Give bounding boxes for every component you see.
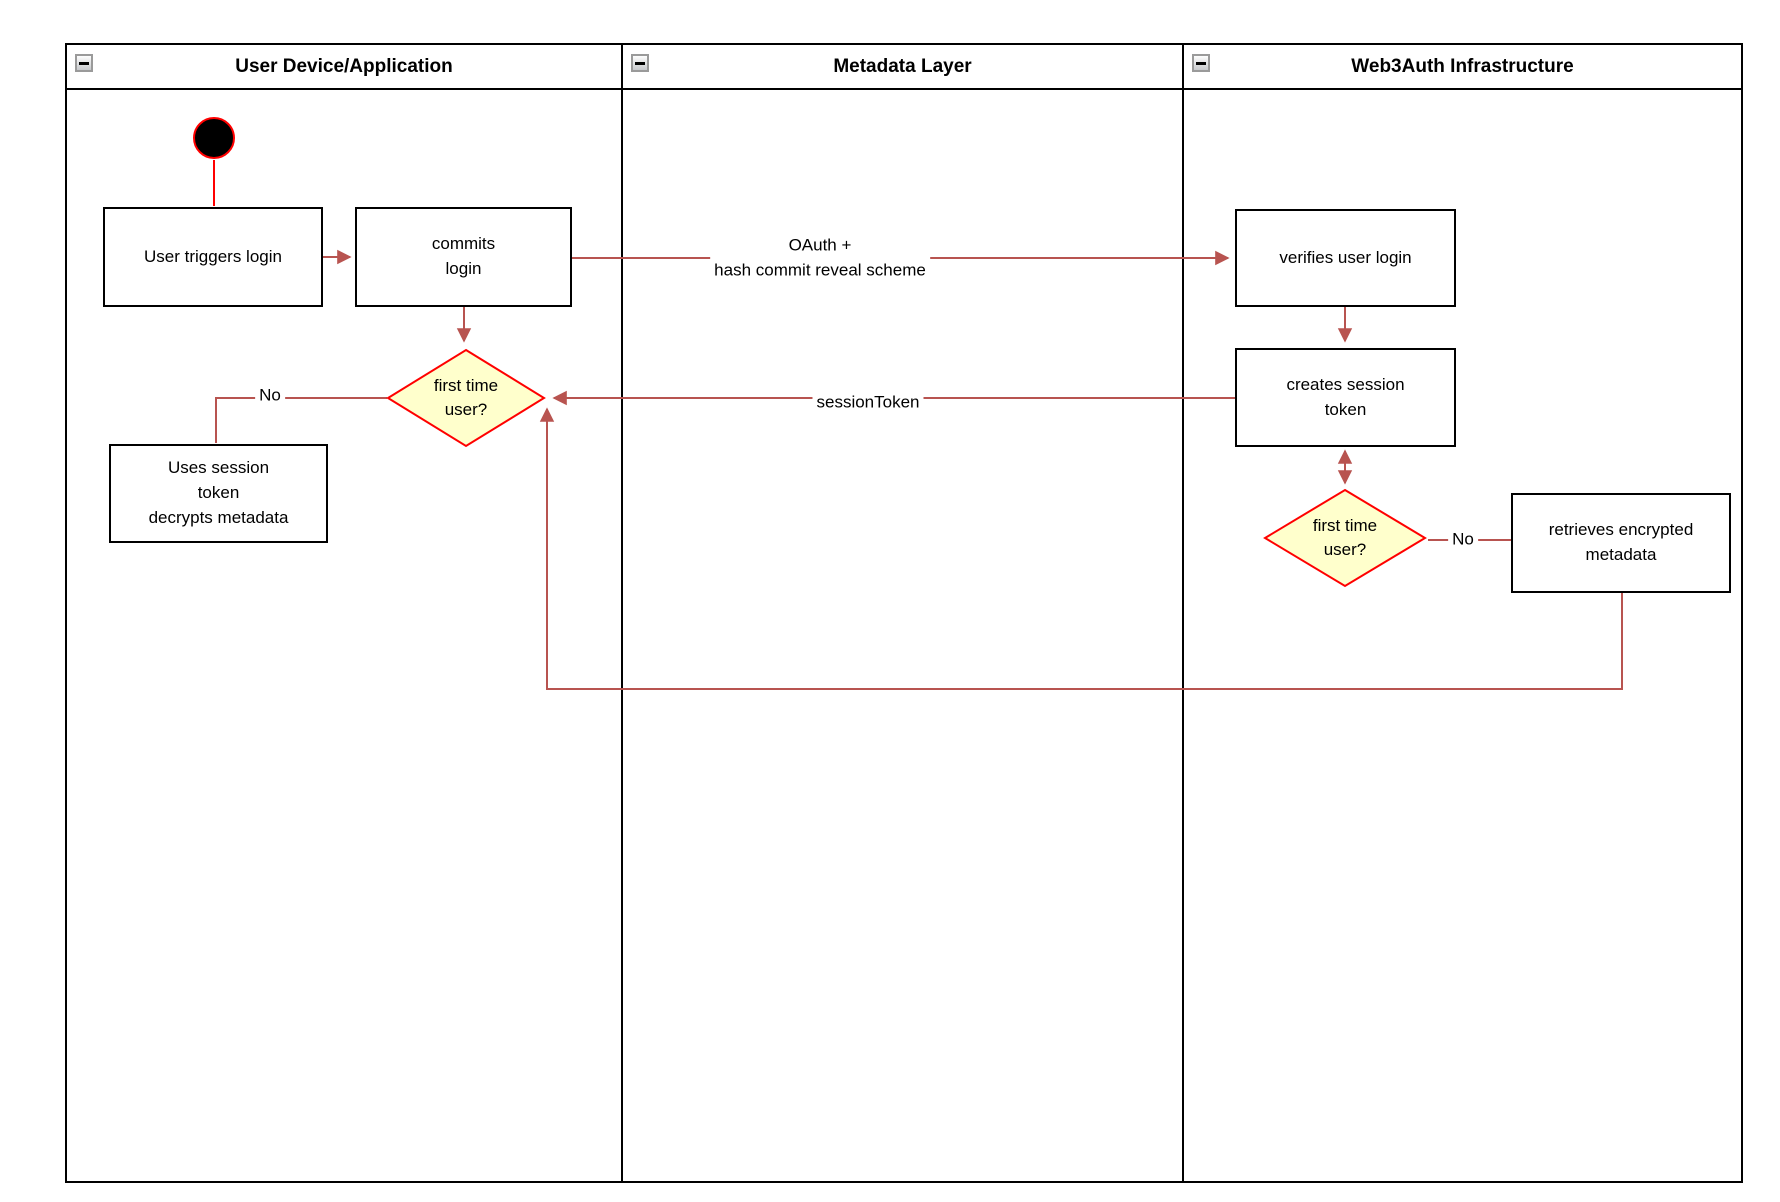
node-creates-session-token[interactable]: creates session token <box>1235 348 1456 447</box>
node-label: commits login <box>431 234 496 278</box>
pool-border-left <box>65 43 67 1183</box>
node-label: retrieves encrypted metadata <box>1548 520 1694 564</box>
minus-icon <box>635 61 645 65</box>
node-uses-session-token[interactable]: Uses session token decrypts metadata <box>109 444 328 543</box>
edge-diamond-local-no-to-uses-session <box>215 397 387 443</box>
lane-header-metadata-layer[interactable]: Metadata Layer <box>623 45 1182 88</box>
pool-border-top <box>65 43 1743 45</box>
collapse-lane-icon[interactable] <box>631 54 649 72</box>
node-verifies-user-login[interactable]: verifies user login <box>1235 209 1456 307</box>
node-label: User triggers login <box>144 246 282 266</box>
edge-label-session-token: sessionToken <box>812 389 924 417</box>
lane-title: User Device/Application <box>235 55 453 77</box>
minus-icon <box>79 61 89 65</box>
node-retrieves-encrypted-metadata[interactable]: retrieves encrypted metadata <box>1511 493 1731 593</box>
node-commits-login[interactable]: commits login <box>355 207 572 307</box>
start-node[interactable] <box>193 117 235 159</box>
collapse-lane-icon[interactable] <box>1192 54 1210 72</box>
node-label: Uses session token decrypts metadata <box>148 458 289 527</box>
node-label: verifies user login <box>1279 247 1412 267</box>
decision-first-time-user-infra[interactable]: first time user? <box>1263 488 1427 588</box>
minus-icon <box>1196 61 1206 65</box>
node-user-triggers-login[interactable]: User triggers login <box>103 207 323 307</box>
edge-label-no-infra: No <box>1448 526 1478 554</box>
edge-label-no-local: No <box>255 382 285 410</box>
edge-label-oauth: OAuth + hash commit reveal scheme <box>710 232 930 284</box>
pool-border-bottom <box>65 1181 1743 1183</box>
lane-header-user-device[interactable]: User Device/Application <box>67 45 621 88</box>
decision-first-time-user-local[interactable]: first time user? <box>386 348 546 448</box>
lane-title: Metadata Layer <box>833 55 972 77</box>
lane-divider-2 <box>1182 43 1184 1183</box>
decision-label: first time user? <box>1312 516 1378 559</box>
diamond-shape <box>1263 488 1427 588</box>
node-label: creates session token <box>1286 374 1405 419</box>
lane-header-web3auth[interactable]: Web3Auth Infrastructure <box>1184 45 1741 88</box>
decision-label: first time user? <box>433 376 499 419</box>
pool-border-right <box>1741 43 1743 1183</box>
lane-divider-1 <box>621 43 623 1183</box>
diamond-shape <box>386 348 546 448</box>
collapse-lane-icon[interactable] <box>75 54 93 72</box>
lane-title: Web3Auth Infrastructure <box>1351 55 1574 77</box>
lane-header-divider <box>65 88 1743 90</box>
